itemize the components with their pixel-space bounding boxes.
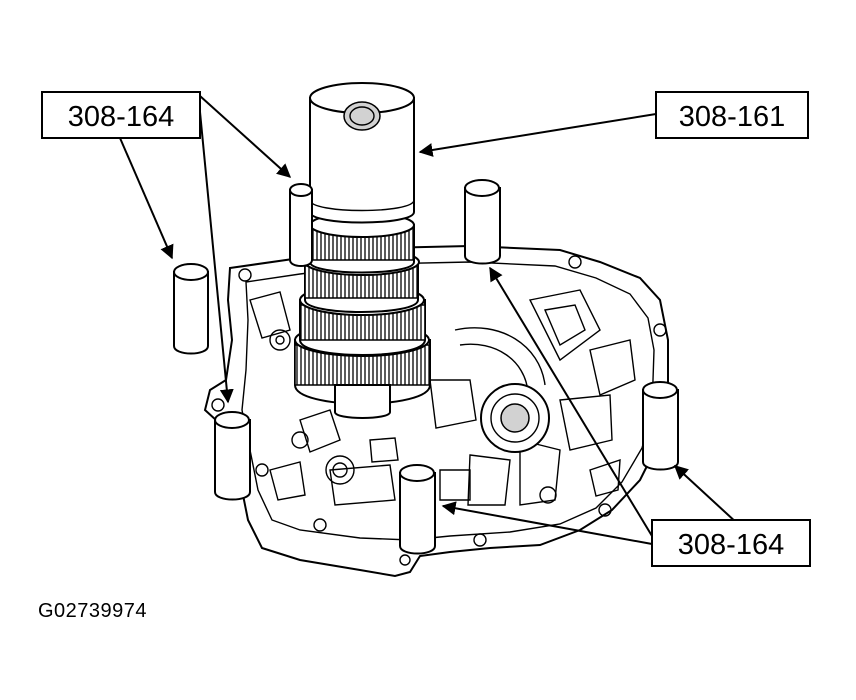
guide-pin <box>214 411 251 501</box>
callout-label: 308-164 <box>68 101 174 133</box>
leader-lines <box>119 95 739 545</box>
differential-bore <box>325 383 550 485</box>
guide-pin <box>173 263 209 355</box>
callout-308-164-bottom-right: 308-164 <box>651 519 811 567</box>
transaxle-case <box>203 244 669 578</box>
figure-id: G02739974 <box>38 600 148 622</box>
guide-pin <box>289 183 313 267</box>
callout-308-164-top-left: 308-164 <box>41 91 201 139</box>
guide-pin <box>464 179 501 265</box>
callout-308-161: 308-161 <box>655 91 809 139</box>
guide-pin <box>399 464 436 555</box>
case-ribs <box>249 289 636 506</box>
guide-pins-308-164 <box>173 179 679 555</box>
guide-pin <box>642 381 679 471</box>
gear-cluster <box>294 212 431 419</box>
callout-label: 308-161 <box>679 101 785 133</box>
installer-tool-308-161 <box>309 82 415 224</box>
callout-label: 308-164 <box>678 529 784 561</box>
